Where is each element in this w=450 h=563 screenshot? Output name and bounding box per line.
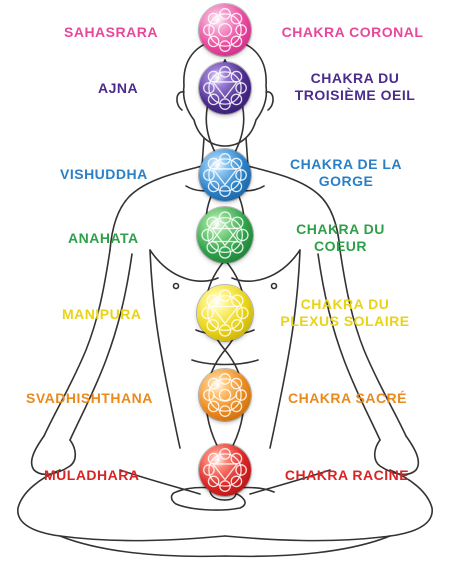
sahasrara-symbol-icon [203, 8, 247, 52]
anahata-symbol-icon [201, 211, 249, 259]
manipura-chakra-orb [197, 285, 253, 341]
muladhara-french-label: CHAKRA RACINE [284, 467, 410, 483]
ajna-chakra-orb [199, 62, 251, 114]
svadhishthana-chakra-orb [199, 369, 251, 421]
svadhishthana-sanskrit-label: SVADHISHTHANA [26, 390, 153, 406]
anahata-chakra-orb [197, 207, 253, 263]
muladhara-symbol-icon [203, 448, 247, 492]
ajna-sanskrit-label: AJNA [98, 80, 139, 96]
sahasrara-sanskrit-label: SAHASRARA [64, 24, 158, 40]
manipura-sanskrit-label: MANIPURA [62, 306, 142, 322]
vishuddha-french-label: CHAKRA DE LA GORGE [289, 156, 403, 189]
vishuddha-symbol-icon [203, 153, 247, 197]
ajna-french-label: CHAKRA DU TROISIÈME OEIL [294, 70, 416, 103]
sahasrara-chakra-orb [199, 4, 251, 56]
muladhara-sanskrit-label: MULADHARA [44, 467, 140, 483]
svadhishthana-french-label: CHAKRA SACRÉ [287, 390, 408, 406]
anahata-french-label: CHAKRA DU COEUR [296, 221, 385, 254]
muladhara-chakra-orb [199, 444, 251, 496]
sahasrara-french-label: CHAKRA CORONAL [281, 24, 424, 40]
vishuddha-sanskrit-label: VISHUDDHA [60, 166, 148, 182]
ajna-symbol-icon [203, 66, 247, 110]
anahata-sanskrit-label: ANAHATA [68, 230, 139, 246]
svadhishthana-symbol-icon [203, 373, 247, 417]
vishuddha-chakra-orb [199, 149, 251, 201]
manipura-symbol-icon [201, 289, 249, 337]
manipura-french-label: CHAKRA DU PLEXUS SOLAIRE [280, 296, 410, 329]
